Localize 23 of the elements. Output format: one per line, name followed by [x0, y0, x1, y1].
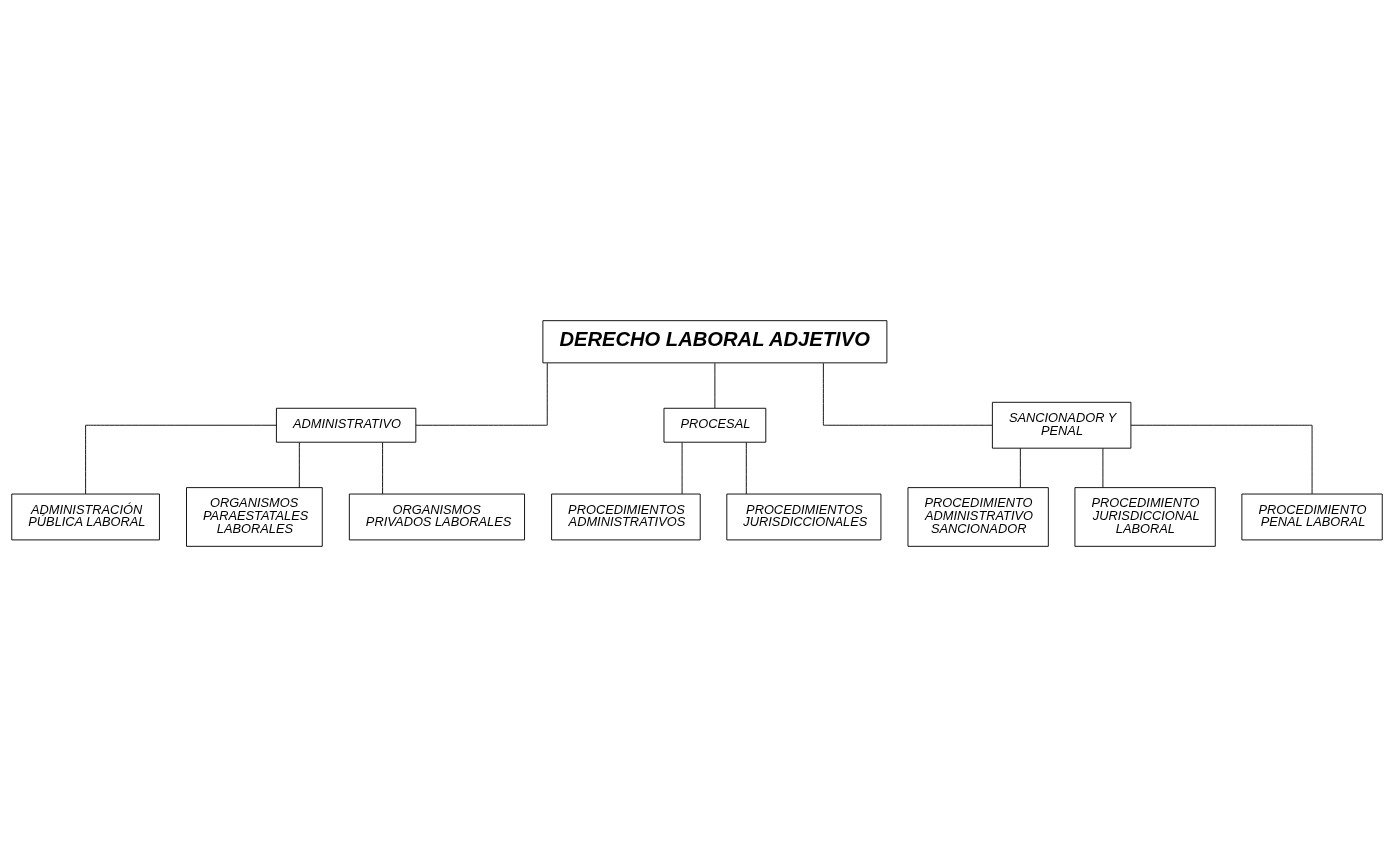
connector [681, 442, 683, 495]
node-box: ADMINISTRACIÓN PÚBLICA LABORAL [11, 493, 160, 541]
node-box: PROCEDIMIENTOS JURISDICCIONALES [726, 493, 882, 541]
node-box: ADMINISTRATIVO [275, 407, 417, 443]
node-box: PROCEDIMIENTO JURISDICCIONAL LABORAL [1074, 487, 1216, 547]
connector [382, 442, 384, 495]
node-box: DERECHO LABORAL ADJETIVO [542, 320, 888, 364]
node-box: ORGANISMOS PRIVADOS LABORALES [348, 493, 525, 541]
connector [85, 424, 277, 495]
node-box: PROCEDIMIENTOS ADMINISTRATIVOS [551, 493, 701, 541]
node-box: PROCEDIMIENTO PENAL LABORAL [1241, 493, 1383, 541]
node-box: ORGANISMOS PARAESTATALES LABORALES [186, 487, 323, 547]
connector [298, 442, 300, 488]
node-box: PROCESAL [663, 407, 767, 443]
connector [822, 362, 993, 426]
connector [714, 362, 716, 409]
connector [745, 442, 747, 495]
connector [1130, 424, 1313, 495]
node-box: SANCIONADOR Y PENAL [991, 401, 1132, 449]
node-box: PROCEDIMIENTO ADMINISTRATIVO SANCIONADOR [907, 487, 1049, 547]
connector [1102, 447, 1104, 489]
connector [1019, 447, 1021, 489]
connector [415, 362, 548, 426]
